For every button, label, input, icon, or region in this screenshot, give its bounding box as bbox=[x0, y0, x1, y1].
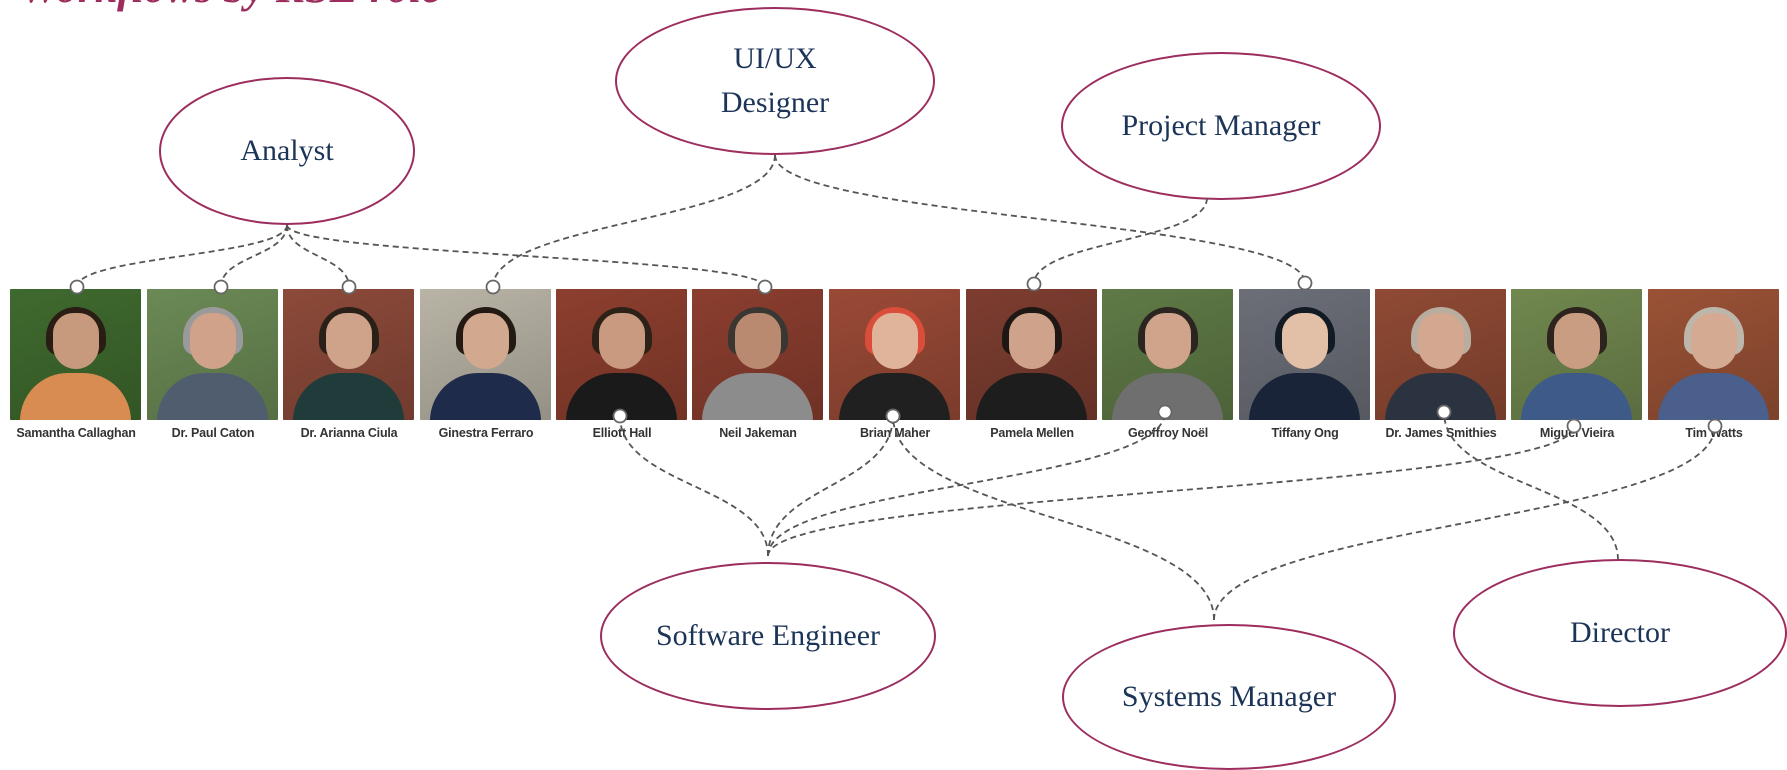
person-name: Geoffroy Noël bbox=[1127, 426, 1209, 440]
page-title: Workflows by RSE role bbox=[20, 0, 441, 14]
connector-analyst bbox=[286, 224, 350, 288]
connector-uiux bbox=[774, 154, 1306, 284]
connector-uiux bbox=[492, 154, 776, 288]
person-photo bbox=[1239, 289, 1370, 420]
person-name: Tiffany Ong bbox=[1271, 426, 1339, 440]
connector-dot bbox=[485, 279, 501, 295]
connector-analyst bbox=[76, 224, 288, 288]
person-photo bbox=[1648, 289, 1779, 420]
person-name: Ginestra Ferraro bbox=[438, 426, 534, 440]
person-name: Brian Maher bbox=[859, 426, 931, 440]
person-name: Neil Jakeman bbox=[719, 426, 797, 440]
person-name: Pamela Mellen bbox=[990, 426, 1074, 440]
connector-director bbox=[1443, 411, 1619, 561]
role-director-node: Director bbox=[1453, 559, 1787, 707]
connector-swe bbox=[767, 425, 1575, 557]
connector-dot bbox=[1157, 404, 1173, 420]
connector-dot bbox=[1297, 275, 1313, 291]
connector-analyst bbox=[286, 224, 766, 288]
person-name: Samantha Callaghan bbox=[16, 426, 136, 440]
role-analyst-node: Analyst bbox=[159, 77, 415, 225]
person-photo bbox=[420, 289, 551, 420]
connector-dot bbox=[1436, 404, 1452, 420]
person-name: Dr. Paul Caton bbox=[171, 426, 255, 440]
connector-swe bbox=[767, 415, 894, 557]
connector-pm bbox=[1033, 197, 1208, 285]
connector-dot bbox=[1026, 276, 1042, 292]
connector-analyst bbox=[220, 224, 288, 288]
person-name: Miguel Vieira bbox=[1539, 426, 1615, 440]
person-name: Elliott Hall bbox=[592, 426, 652, 440]
person-photo bbox=[556, 289, 687, 420]
person-photo bbox=[1102, 289, 1233, 420]
person-photo bbox=[283, 289, 414, 420]
connector-dot bbox=[885, 408, 901, 424]
person-name: Dr. Arianna Ciula bbox=[300, 426, 398, 440]
connector-swe bbox=[767, 411, 1166, 557]
person-photo bbox=[1511, 289, 1642, 420]
role-uiux-node: UI/UX Designer bbox=[615, 7, 935, 155]
connector-dot bbox=[612, 408, 628, 424]
person-name: Dr. James Smithies bbox=[1385, 426, 1497, 440]
role-pm-node: Project Manager bbox=[1061, 52, 1381, 200]
connector-dot bbox=[69, 279, 85, 295]
role-sysmgr-node: Systems Manager bbox=[1062, 624, 1396, 770]
connector-dot bbox=[1707, 418, 1723, 434]
person-photo bbox=[147, 289, 278, 420]
connector-dot bbox=[341, 279, 357, 295]
connector-sysmgr bbox=[892, 415, 1215, 621]
role-swe-node: Software Engineer bbox=[600, 562, 936, 710]
person-photo bbox=[966, 289, 1097, 420]
person-photo bbox=[1375, 289, 1506, 420]
connector-dot bbox=[213, 279, 229, 295]
person-photo bbox=[10, 289, 141, 420]
connector-dot bbox=[1566, 418, 1582, 434]
person-photo bbox=[692, 289, 823, 420]
connector-sysmgr bbox=[1213, 425, 1716, 621]
connector-dot bbox=[757, 279, 773, 295]
connector-swe bbox=[619, 415, 769, 557]
person-photo bbox=[829, 289, 960, 420]
